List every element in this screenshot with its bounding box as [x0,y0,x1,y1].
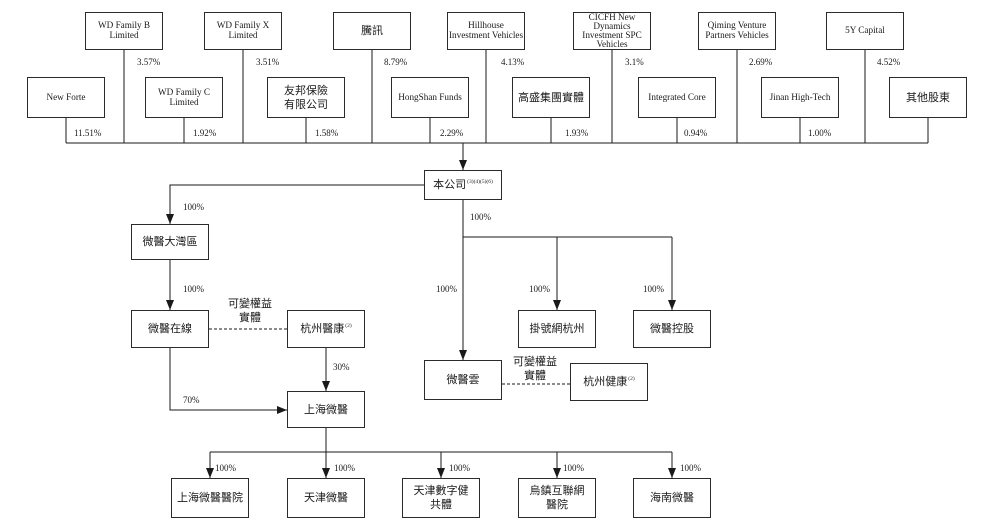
shareholder-box-hongshan: HongShan Funds [391,77,469,118]
entity-name: 天津數字健 共體 [413,485,469,511]
company-footnote-ref: (3)(4)(5)(6) [467,179,493,186]
subsidiary-box-wuzhen-hospital: 烏鎮互聯網 醫院 [518,478,596,518]
entity-name: 微醫控股 [650,323,694,335]
ownership-percent: 100% [183,284,204,294]
ownership-percent: 100% [643,284,664,294]
shareholder-box-wd-family-b: WD Family B Limited [85,12,163,50]
entity-box-guahao-hangzhou: 掛號網杭州 [518,310,596,348]
shareholder-name: Integrated Core [648,91,706,102]
shareholder-name: New Forte [46,91,86,102]
shareholder-box-new-forte: New Forte [27,77,105,118]
shareholding-percent: 4.13% [501,57,525,67]
shareholder-box-tencent: 騰訊 [333,12,411,50]
entity-box-holdings: 微醫控股 [633,310,711,348]
shareholder-name: Hillhouse Investment Vehicles [448,20,524,40]
entity-box-greater-bay-area: 微醫大灣區 [131,224,209,260]
shareholder-name: HongShan Funds [398,91,462,102]
shareholding-percent: 4.52% [877,57,901,67]
shareholding-percent: 1.92% [193,128,217,138]
entity-name: 天津微醫 [304,492,348,504]
shareholder-box-wd-family-c: WD Family C Limited [145,77,223,118]
shareholding-percent: 1.58% [315,128,339,138]
ownership-percent: 100% [680,463,701,473]
entity-name: 杭州健康 [583,376,628,388]
ownership-percent: 100% [529,284,550,294]
entity-label: 杭州健康(2) [583,375,634,389]
shareholder-name: 高盛集團實體 [518,91,584,104]
shareholder-name: 其他股東 [906,91,950,104]
shareholder-box-jinan-high-tech: Jinan High-Tech [761,77,839,118]
entity-name: 杭州醫康 [300,323,345,335]
shareholder-box-aia: 友邦保險 有限公司 [267,77,345,118]
shareholder-box-other: 其他股東 [889,77,967,118]
entity-label: 杭州醫康(2) [300,322,351,336]
entity-name: 海南微醫 [650,492,694,504]
shareholder-box-wd-family-x: WD Family X Limited [204,12,282,50]
entity-name: 微醫大灣區 [142,236,198,248]
shareholder-name: Jinan High-Tech [769,91,831,102]
entity-name: 上海微醫 [304,403,348,416]
shareholder-name: WD Family C Limited [157,86,211,107]
company-box: 本公司(3)(4)(5)(6) [424,170,502,200]
shareholder-name: Qiming Venture Partners Vehicles [705,20,769,40]
ownership-percent: 30% [333,362,350,372]
shareholder-name: 5Y Capital [845,25,885,36]
ownership-percent: 70% [183,395,200,405]
shareholder-box-hillhouse: Hillhouse Investment Vehicles [447,12,525,50]
vie-label: 可變權益 實體 [228,298,272,324]
entity-box-shanghai: 上海微醫 [287,391,365,428]
subsidiary-box-hainan: 海南微醫 [633,478,711,518]
footnote-ref: (2) [345,323,352,330]
entity-box-online: 微醫在線 [131,310,209,348]
arrow-to-greater-bay-area [166,184,424,224]
company-label: 本公司(3)(4)(5)(6) [433,178,493,192]
entity-box-cloud: 微醫雲 [424,360,502,400]
ownership-percent: 100% [449,463,470,473]
shareholding-percent: 2.69% [749,57,773,67]
shareholder-name: 友邦保險 有限公司 [284,84,328,111]
arrow-online-to-shanghai [169,348,287,414]
shareholding-percent: 11.51% [74,128,102,138]
vie-label: 可變權益 實體 [513,356,557,382]
subsidiary-box-tianjin: 天津微醫 [287,478,365,518]
entity-box-hangzhou-yikang: 杭州醫康(2) [287,310,365,348]
ownership-percent: 100% [563,463,584,473]
shareholder-name: WD Family X Limited [216,20,270,40]
shareholder-box-integrated-core: Integrated Core [638,77,716,118]
ownership-percent: 100% [470,212,491,222]
shareholding-percent: 1.00% [808,128,832,138]
ownership-percent: 100% [334,463,355,473]
entity-box-hangzhou-health: 杭州健康(2) [570,363,648,401]
footnote-ref: (2) [628,376,635,383]
shareholder-box-qiming: Qiming Venture Partners Vehicles [698,12,776,50]
shareholder-name: 騰訊 [361,25,383,37]
entity-name: 烏鎮互聯網 醫院 [529,485,585,511]
shareholding-percent: 8.79% [384,57,408,67]
entity-name: 掛號網杭州 [529,323,585,335]
shareholding-percent: 1.93% [565,128,589,138]
shareholder-name: CICFH New Dynamics Investment SPC Vehicl… [582,12,642,49]
entity-name: 微醫雲 [446,374,480,386]
subsidiary-box-tianjin-digital: 天津數字健 共體 [402,478,480,518]
shareholding-percent: 2.29% [440,128,464,138]
shareholder-box-5y-capital: 5Y Capital [826,12,904,50]
ownership-percent: 100% [215,463,236,473]
shareholding-percent: 3.51% [256,57,280,67]
company-name: 本公司 [433,179,467,191]
shareholder-box-cicfh: CICFH New Dynamics Investment SPC Vehicl… [573,12,651,50]
shareholding-percent: 0.94% [684,128,708,138]
shareholding-percent: 3.1% [625,57,644,67]
ownership-percent: 100% [183,202,204,212]
subsidiary-box-shanghai-hospital: 上海微醫醫院 [171,478,249,518]
shareholding-percent: 3.57% [137,57,161,67]
entity-name: 上海微醫醫院 [177,492,243,504]
shareholder-box-goldman: 高盛集團實體 [512,77,590,118]
entity-name: 微醫在線 [148,323,192,335]
ownership-percent: 100% [436,284,457,294]
shareholder-name: WD Family B Limited [97,20,151,40]
